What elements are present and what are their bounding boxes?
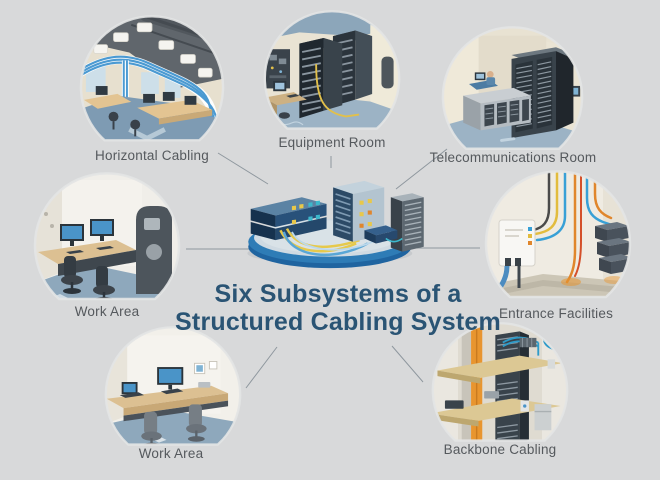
- floor: [105, 410, 241, 445]
- node-label: Entrance Facilities: [498, 306, 614, 321]
- server-rack-front: [299, 38, 343, 119]
- node-label: Work Area: [74, 304, 140, 319]
- title-line-2: Structured Cabling System: [175, 308, 501, 336]
- node-label: Horizontal Cabling: [95, 148, 209, 163]
- node-label: Work Area: [138, 446, 204, 461]
- telecommunications-room-illustration: [441, 26, 584, 150]
- wall-display: [566, 85, 581, 97]
- technician-console: [469, 70, 498, 90]
- node-equipment-room: Equipment Room: [262, 10, 402, 150]
- wall-cabinet: [520, 359, 556, 431]
- yellow-patch-cable: [315, 64, 360, 118]
- switch-on-slab: [444, 400, 464, 409]
- patch-cables: [279, 228, 374, 256]
- diagram-title: Six Subsystems of a Structured Cabling S…: [168, 280, 508, 336]
- ceiling-access-points: [93, 22, 213, 78]
- node-horizontal-cabling: Horizontal Cabling: [78, 15, 226, 163]
- title-line-1: Six Subsystems of a: [214, 280, 462, 308]
- switch-stack: [250, 197, 327, 241]
- wall-frames: [194, 361, 218, 375]
- connector-work-area-bottom: [245, 346, 278, 389]
- door: [381, 56, 394, 89]
- node-label: Backbone Cabling: [443, 442, 557, 457]
- node-backbone-cabling: Backbone Cabling: [430, 322, 570, 462]
- patch-panel-box: [364, 225, 403, 244]
- node-entrance-facilities: Entrance Facilities: [483, 170, 633, 321]
- connector-backbone-cabling: [391, 345, 424, 383]
- floor: [264, 94, 400, 129]
- monitor: [157, 367, 184, 395]
- router: [198, 382, 211, 388]
- rack-tower: [390, 193, 424, 252]
- desks-and-monitors: [83, 86, 213, 137]
- monitors: [60, 219, 114, 254]
- node-label: Equipment Room: [278, 135, 386, 150]
- backbone-cables-teal: [502, 325, 554, 356]
- laptop: [119, 382, 145, 398]
- work-area-bottom-illustration: [104, 326, 242, 446]
- desk: [38, 240, 136, 276]
- backbone-cabling-illustration: [431, 322, 569, 442]
- node-work-area-bottom: Work Area: [103, 326, 243, 466]
- entrance-facilities-illustration: [484, 170, 632, 299]
- node-work-area-left: Work Area: [32, 172, 182, 322]
- equipment-cabinet-row: [463, 87, 531, 131]
- equipment-room-illustration: [263, 10, 401, 130]
- office-door: [136, 206, 172, 294]
- riser-rack: [495, 331, 529, 441]
- entrance-demarcation-box: [498, 219, 536, 267]
- node-telecommunications-room: Telecommunications Room: [430, 26, 596, 171]
- work-area-left-illustration: [33, 172, 181, 301]
- riser-chase: [461, 323, 472, 441]
- node-label: Telecommunications Room: [429, 150, 597, 165]
- horizontal-cabling-illustration: [79, 15, 225, 142]
- central-hub-illustration: [247, 180, 424, 269]
